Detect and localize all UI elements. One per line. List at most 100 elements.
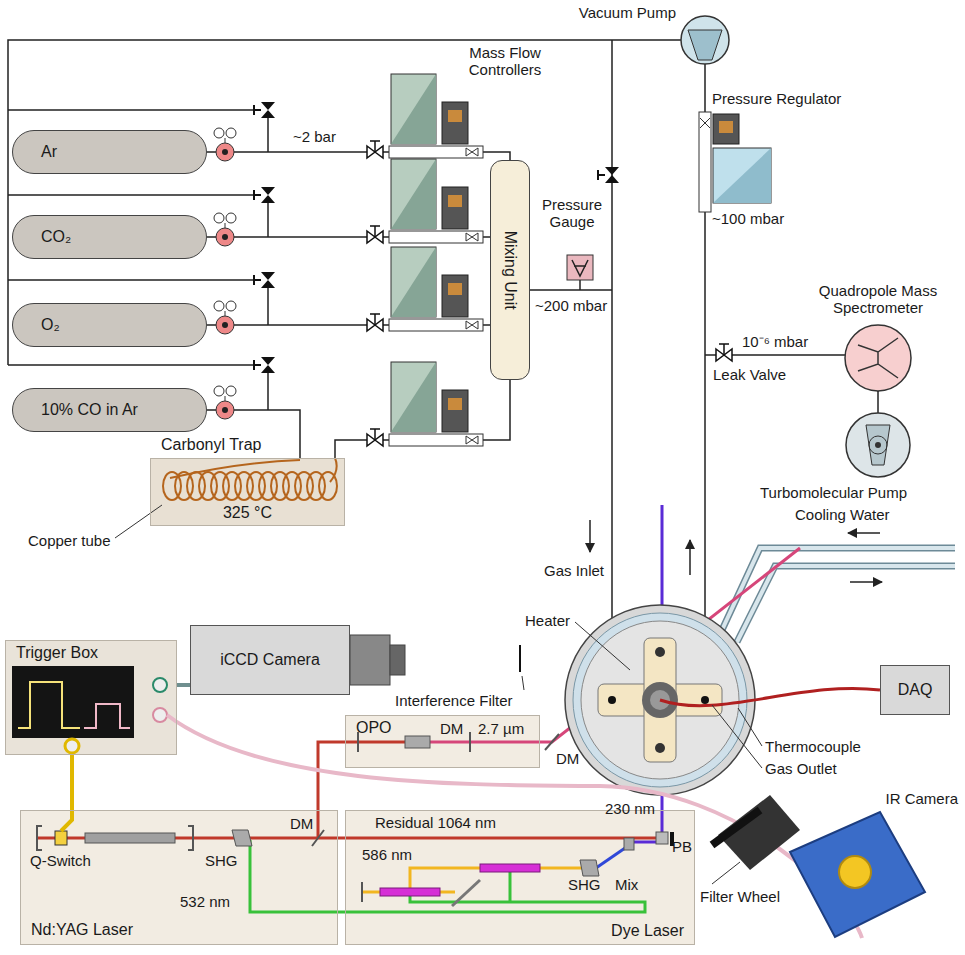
valve-symbol: [367, 141, 383, 158]
optic-element: [61, 810, 72, 831]
valve-symbol: [716, 344, 732, 361]
trap-housing: [150, 458, 345, 526]
pressure-gauge: [579, 280, 581, 290]
vacuum-pump: [681, 16, 729, 64]
turbo-pump: [846, 413, 910, 477]
mass-spectrometer: [845, 325, 911, 413]
optic-element: [312, 734, 559, 846]
ir-camera: [839, 856, 871, 888]
gas-regulator: [214, 128, 236, 161]
part-label: 10⁻⁶ mbar: [742, 333, 808, 350]
reactor: [701, 696, 709, 704]
gas-regulator: [214, 213, 236, 246]
gas-cylinder: Ar: [12, 130, 207, 174]
mixing-unit: Mixing Unit: [490, 160, 530, 380]
turbo-pump: [846, 413, 910, 477]
node-label: Trigger Box: [16, 644, 98, 662]
trigger-cable: [167, 715, 862, 938]
part-label: Quadropole Mass Spectrometer: [808, 282, 948, 317]
cooling-pipe: [722, 548, 955, 642]
part-label: DM: [290, 815, 313, 832]
daq-box: DAQ: [880, 665, 950, 715]
part-label: Pressure Regulator: [712, 90, 841, 107]
part-label: PB: [672, 838, 692, 855]
mass-flow-controller: [389, 74, 483, 446]
valve-symbol: [367, 314, 383, 331]
part-label: Residual 1064 nm: [375, 814, 496, 831]
mass-spectrometer: [858, 338, 898, 378]
node-label: Nd:YAG Laser: [31, 921, 133, 939]
flow-arrow: [689, 540, 691, 575]
part-label: DM: [556, 750, 579, 767]
trigger-housing: [153, 678, 167, 692]
part-label: Interference Filter: [395, 692, 513, 709]
leader-line: [115, 505, 762, 884]
valve-symbol: [254, 272, 275, 288]
part-label: Pressure Gauge: [536, 196, 608, 231]
cooling-pipe: [722, 548, 955, 642]
trigger-housing: [12, 666, 134, 738]
cooling-pipe: [722, 548, 955, 642]
part-label: ~200 mbar: [535, 297, 607, 314]
node-label: 10% CO in Ar: [41, 401, 138, 419]
part-label: Mix: [615, 876, 638, 893]
part-label: Thermocouple: [765, 738, 861, 755]
laser-housing: [20, 810, 338, 945]
optic-element: [580, 860, 599, 876]
gas-pipe: [530, 40, 612, 700]
part-label: SHG: [568, 876, 601, 893]
camera-lens: [519, 645, 521, 672]
part-label: 230 nm: [605, 800, 655, 817]
gas-regulator: [214, 128, 236, 419]
flow-arrow: [848, 532, 880, 534]
reactor: [655, 743, 665, 753]
node-label: OPO: [356, 719, 392, 737]
node-label: Carbonyl Trap: [161, 436, 262, 454]
valve-symbol: [254, 357, 275, 373]
part-label: Heater: [525, 612, 570, 629]
valve-symbol: [254, 102, 732, 446]
node-label: DAQ: [898, 681, 933, 699]
filter-wheel: [712, 810, 760, 845]
part-label: 586 nm: [362, 846, 412, 863]
pipe-connector: [177, 683, 190, 687]
ir-camera: [790, 812, 925, 937]
node-label: Ar: [41, 143, 57, 161]
mass-spectrometer: [877, 391, 879, 413]
pressure-regulator: [713, 148, 771, 203]
vacuum-pump: [681, 16, 729, 64]
pressure-regulator: [719, 121, 733, 133]
optic-element: [405, 736, 430, 748]
mass-spectrometer: [845, 325, 911, 391]
trigger-housing: [153, 708, 167, 722]
mass-flow-controller: [389, 362, 483, 446]
optic-element: [37, 732, 672, 906]
node-label: Mixing Unit: [501, 230, 519, 309]
vacuum-pump: [688, 30, 722, 60]
pressure-regulator: [700, 118, 710, 128]
flow-arrow: [850, 581, 882, 583]
optic-element: [85, 833, 175, 843]
trigger-housing: [65, 739, 79, 753]
optic-element: [624, 838, 634, 850]
trigger-housing: [5, 640, 177, 755]
node-label: O₂: [41, 316, 60, 334]
trigger-housing: [18, 682, 80, 728]
part-label: IR Camera: [885, 790, 958, 807]
part-label: ~100 mbar: [712, 210, 784, 227]
leader-line: [115, 505, 762, 884]
node-label: iCCD Camera: [220, 651, 320, 669]
trap-housing: [150, 458, 345, 526]
node-label: CO₂: [41, 228, 71, 246]
camera-lens: [350, 635, 390, 685]
valve-symbol: [367, 226, 383, 243]
optic-element: [452, 880, 480, 906]
part-label: Copper tube: [28, 532, 111, 549]
gas-regulator: [214, 301, 236, 334]
node-label: Dye Laser: [611, 922, 684, 940]
part-label: Mass Flow Controllers: [460, 44, 550, 79]
filter-wheel: [712, 795, 800, 870]
part-label: Gas Outlet: [765, 760, 837, 777]
camera-lens: [350, 635, 520, 685]
part-label: ~2 bar: [293, 128, 336, 145]
